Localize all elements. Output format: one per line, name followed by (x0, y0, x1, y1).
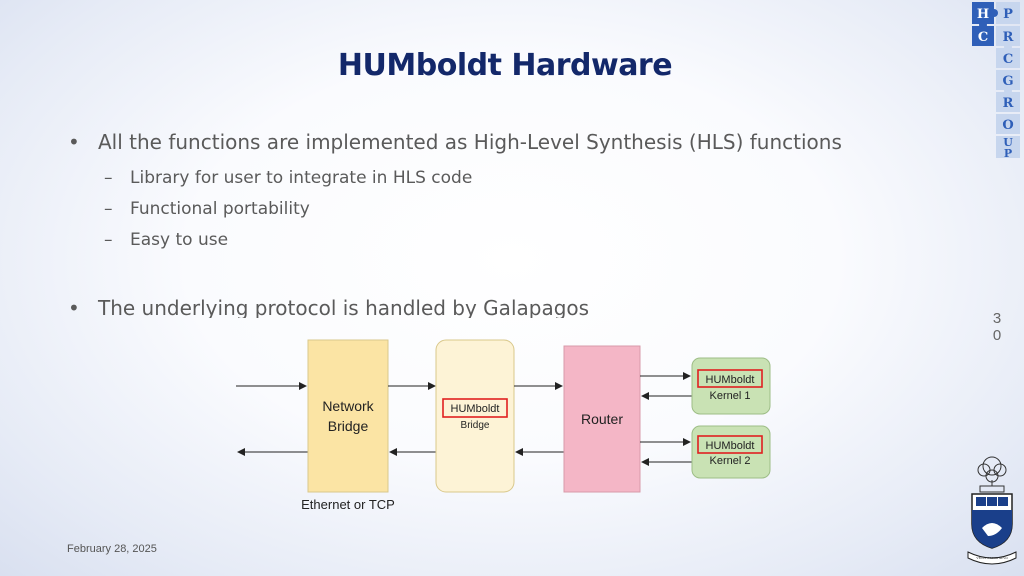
page-number-digit-2: 0 (992, 327, 1002, 344)
sub-marker: – (104, 230, 113, 250)
kernel-1-tag: HUMboldt (706, 374, 755, 386)
humboldt-bridge-highlight (442, 398, 508, 418)
logo-letter-r: R (1003, 30, 1014, 45)
hpc-group-logo: H P C R C G R O U P (972, 2, 1020, 160)
logo-letter-p: P (1003, 7, 1013, 22)
network-bridge-box (307, 339, 389, 493)
network-bridge-label-2: Bridge (328, 418, 369, 434)
diagram-caption: Ethernet or TCP (301, 497, 395, 512)
bullet-2: • The underlying protocol is handled by … (68, 296, 688, 318)
kernel-1-box (691, 357, 771, 415)
kernel-1-label: Kernel 1 (710, 390, 751, 402)
page-number-digit-1: 3 (992, 310, 1002, 327)
kernel-1-highlight (697, 369, 763, 388)
university-crest: VELUT ARBOR AEVO (967, 456, 1017, 565)
router-label: Router (581, 411, 623, 427)
humboldt-bridge-tag: HUMboldt (451, 403, 500, 415)
bullet-marker: • (68, 296, 80, 318)
logo-letter-g: G (1002, 74, 1013, 89)
sub-bullet-1-text: Library for user to integrate in HLS cod… (130, 168, 473, 188)
sub-bullet-3: –Easy to use (104, 230, 228, 250)
humboldt-bridge-label: Bridge (461, 420, 490, 431)
crest-motto: VELUT ARBOR AEVO (976, 556, 1008, 560)
bullet-1-text: All the functions are implemented as Hig… (98, 130, 842, 154)
logo-letter-h: H (977, 7, 989, 22)
sub-bullet-3-text: Easy to use (130, 230, 229, 250)
architecture-diagram: Network Bridge HUMboldt Bridge Router HU… (236, 339, 771, 512)
kernel-2-label: Kernel 2 (710, 455, 751, 467)
kernel-2-box (691, 425, 771, 479)
bullet-marker: • (68, 130, 80, 154)
sub-bullet-2-text: Functional portability (130, 199, 310, 219)
logo-letter-p2: P (1004, 147, 1012, 160)
logo-letter-o: O (1002, 118, 1013, 133)
logo-letter-r2: R (1003, 96, 1014, 111)
sub-bullet-2: –Functional portability (104, 199, 310, 219)
network-bridge-label-1: Network (322, 398, 374, 414)
logo-letter-u: U (1003, 136, 1013, 149)
sub-marker: – (104, 199, 113, 219)
kernel-2-highlight (697, 435, 763, 454)
kernel-2-tag: HUMboldt (706, 440, 755, 452)
slide-date: February 28, 2025 (67, 543, 157, 555)
sub-marker: – (104, 168, 113, 188)
router-box (563, 345, 641, 493)
logo-letter-c2: C (1003, 52, 1013, 67)
bullet-2-text: The underlying protocol is handled by Ga… (98, 296, 590, 318)
humboldt-bridge-box (435, 339, 515, 493)
logo-letter-c: C (978, 30, 988, 45)
sub-bullet-1: –Library for user to integrate in HLS co… (104, 168, 472, 188)
slide-title: HUMboldt Hardware (337, 48, 673, 83)
page-number: 3 0 (990, 310, 1004, 344)
